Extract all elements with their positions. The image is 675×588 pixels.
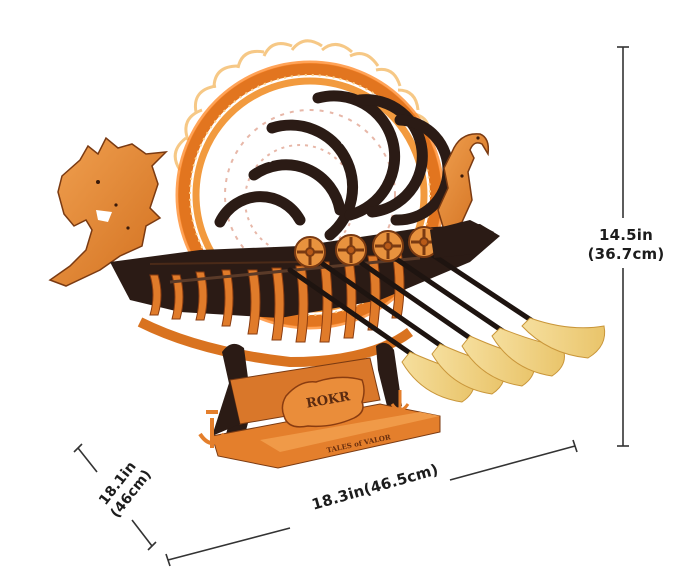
flame-wheel — [173, 39, 454, 330]
height-inches: 14.5in — [598, 226, 654, 244]
row-wheels — [294, 226, 440, 268]
oars — [287, 237, 606, 403]
dragon-tail-stern — [437, 133, 490, 232]
depth-dimension-line — [73, 443, 157, 551]
height-cm: (36.7cm) — [587, 245, 665, 263]
height-dimension-line — [617, 46, 629, 447]
display-stand — [198, 342, 441, 469]
height-label: 14.5in (36.7cm) — [578, 226, 674, 264]
rokr-plaque — [281, 376, 365, 428]
dragon-head-bow — [48, 136, 169, 287]
width-dimension-line — [165, 439, 578, 567]
stern-deck — [430, 220, 494, 258]
